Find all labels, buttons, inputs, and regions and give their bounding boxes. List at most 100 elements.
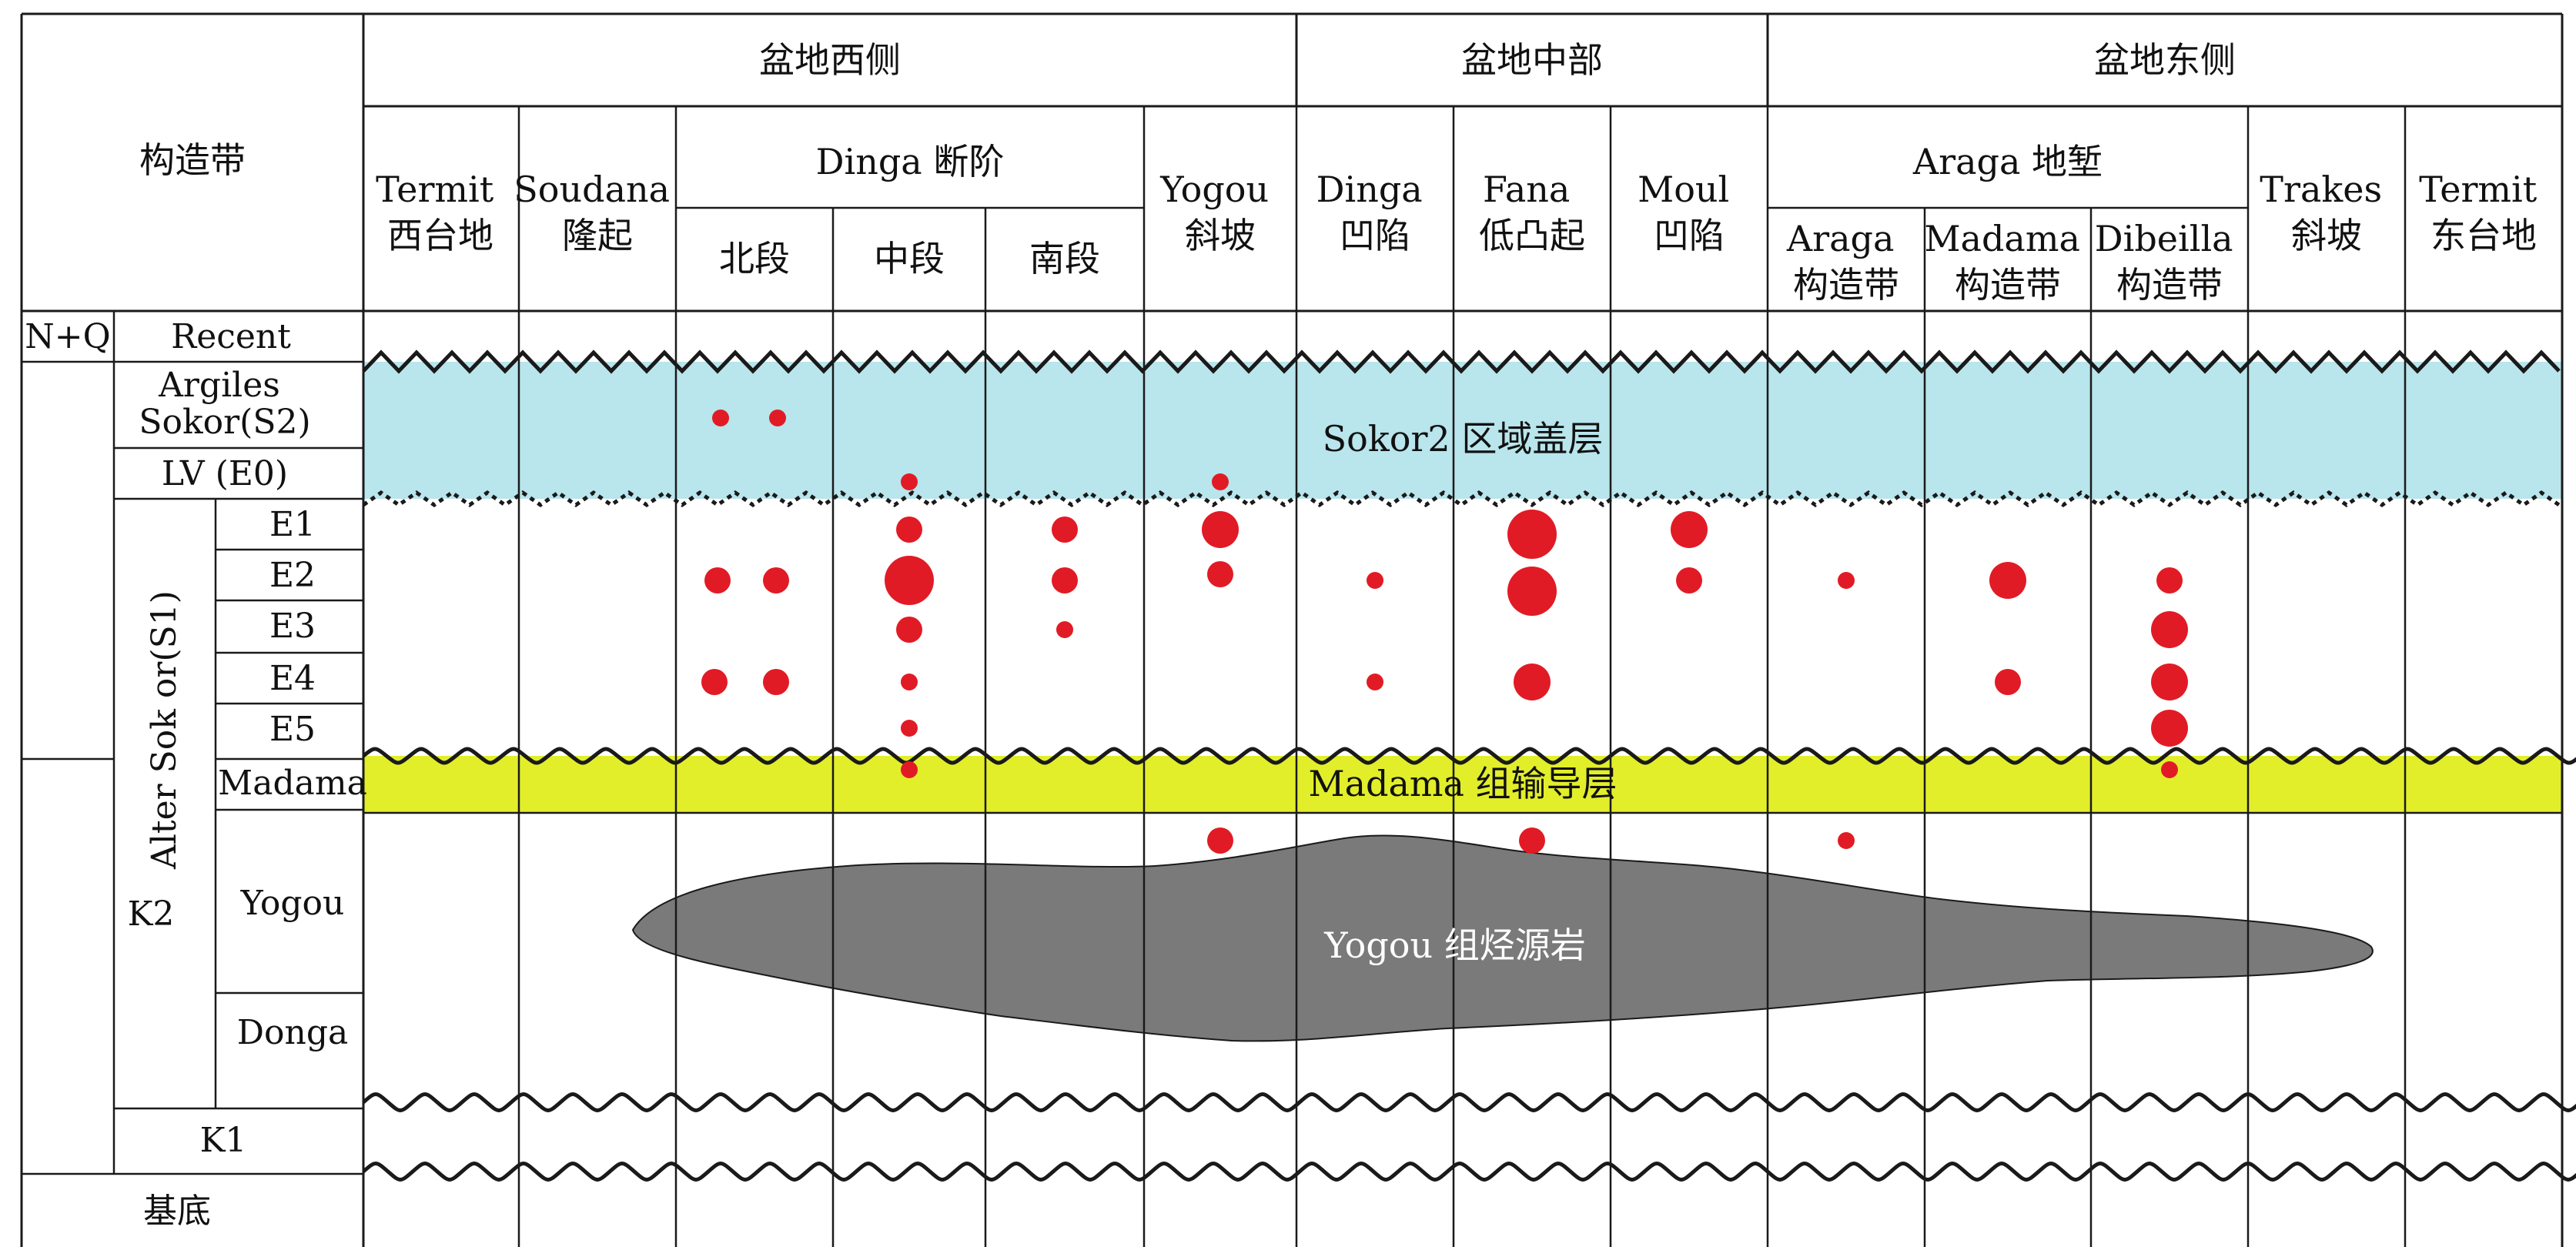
strata-k1: K1 bbox=[200, 1121, 247, 1160]
oil-occurrence-dot bbox=[885, 556, 934, 605]
oil-occurrence-dot bbox=[1207, 827, 1233, 854]
strata-k2: K2 bbox=[128, 894, 175, 934]
strata-e1: E1 bbox=[269, 505, 316, 544]
unconformity-k1-base bbox=[362, 1162, 2576, 1182]
zone-yogou-slope: Yogou 斜坡 bbox=[1159, 169, 1280, 256]
zone-soudana-line2: 隆起 bbox=[562, 215, 633, 256]
zone-dinga-south: 南段 bbox=[1029, 238, 1100, 279]
oil-occurrence-dot bbox=[1989, 562, 2026, 599]
strata-recent: Recent bbox=[171, 317, 291, 356]
oil-occurrence-dot bbox=[901, 761, 918, 778]
zone-yogou-slope-line1: Yogou bbox=[1159, 169, 1269, 210]
zone-araga-belt-line2: 构造带 bbox=[1793, 264, 1899, 306]
zone-moul-line2: 凹陷 bbox=[1654, 215, 1725, 256]
oil-occurrence-dot bbox=[712, 410, 729, 426]
structure-zone-label: 构造带 bbox=[139, 139, 246, 181]
oil-occurrence-dot bbox=[1995, 669, 2021, 695]
strata-lv: LV (E0) bbox=[162, 454, 288, 493]
strata-argiles-line1: Argiles bbox=[158, 366, 280, 405]
oil-occurrence-dot bbox=[1671, 511, 1708, 548]
central-basin-label: 盆地中部 bbox=[1461, 39, 1603, 81]
zone-trakes-line1: Trakes bbox=[2260, 169, 2382, 210]
oil-occurrence-dot bbox=[1838, 572, 1855, 589]
zone-madama-belt-line2: 构造带 bbox=[1955, 264, 2061, 306]
unconformity-top-cap bbox=[362, 349, 2561, 374]
oil-occurrence-dot bbox=[901, 720, 918, 737]
east-basin-label: 盆地东侧 bbox=[2094, 39, 2236, 81]
oil-occurrence-dot bbox=[896, 517, 922, 543]
zone-fana-line1: Fana bbox=[1483, 169, 1570, 210]
oil-occurrence-dot bbox=[2161, 761, 2178, 778]
zone-termit-west-line2: 西台地 bbox=[387, 215, 493, 256]
strata-e2: E2 bbox=[269, 556, 316, 595]
oil-occurrence-dot bbox=[1052, 567, 1078, 593]
oil-occurrence-dot bbox=[2151, 710, 2188, 747]
unconformity-base-cap bbox=[362, 490, 2561, 508]
oil-occurrence-dot bbox=[1367, 572, 1383, 589]
zone-dibeilla-belt-line2: 构造带 bbox=[2116, 264, 2223, 306]
oil-occurrence-dot bbox=[1514, 664, 1551, 700]
oil-occurrence-dot bbox=[2156, 567, 2183, 593]
zone-dinga-sag-line1: Dinga bbox=[1316, 169, 1423, 210]
oil-occurrence-dot bbox=[1507, 567, 1557, 616]
strata-argiles: Argiles Sokor(S2) bbox=[139, 366, 310, 442]
zone-termit-west: Termit 西台地 bbox=[376, 169, 505, 256]
oil-occurrence-dot bbox=[1202, 511, 1239, 548]
oil-occurrence-dot bbox=[763, 567, 789, 593]
zone-dinga-sag: Dinga 凹陷 bbox=[1316, 169, 1434, 256]
sokor2-cap-layer bbox=[363, 362, 2562, 499]
zone-termit-east: Termit 东台地 bbox=[2419, 169, 2548, 256]
yogou-source-label: Yogou 组烃源岩 bbox=[1323, 924, 1585, 966]
oil-occurrence-dot bbox=[763, 669, 789, 695]
zone-soudana: Soudana 隆起 bbox=[514, 169, 681, 256]
oil-occurrence-dot bbox=[2151, 611, 2188, 648]
strata-donga: Donga bbox=[237, 1013, 349, 1052]
strata-e5: E5 bbox=[269, 710, 316, 749]
strata-madama: Madama bbox=[218, 764, 367, 803]
unconformity-lines bbox=[362, 349, 2576, 1182]
zone-dinga-step: Dinga 断阶 bbox=[816, 141, 1005, 182]
zone-fana-line2: 低凸起 bbox=[1479, 215, 1585, 256]
strata-e3: E3 bbox=[269, 607, 316, 646]
zone-soudana-line1: Soudana bbox=[514, 169, 670, 210]
zone-madama-belt: Madama 构造带 bbox=[1924, 218, 2091, 306]
oil-occurrence-dot bbox=[1507, 510, 1557, 559]
oil-occurrence-dots bbox=[701, 410, 2188, 854]
oil-occurrence-dot bbox=[1052, 517, 1078, 543]
west-basin-label: 盆地西侧 bbox=[759, 39, 901, 81]
yogou-source-rock bbox=[631, 834, 2374, 1042]
oil-occurrence-dot bbox=[1212, 473, 1229, 490]
strata-nq: N+Q bbox=[25, 317, 110, 356]
madama-carrier-label: Madama 组输导层 bbox=[1308, 763, 1617, 804]
oil-occurrence-dot bbox=[1367, 674, 1383, 690]
oil-occurrence-dot bbox=[1207, 561, 1233, 587]
zone-moul: Moul 凹陷 bbox=[1638, 169, 1741, 256]
zone-moul-line1: Moul bbox=[1638, 169, 1729, 210]
oil-occurrence-dot bbox=[769, 410, 786, 426]
zone-trakes: Trakes 斜坡 bbox=[2260, 169, 2393, 256]
oil-occurrence-dot bbox=[1838, 832, 1855, 849]
oil-occurrence-dot bbox=[704, 567, 731, 593]
zone-termit-east-line1: Termit bbox=[2419, 169, 2538, 210]
oil-occurrence-dot bbox=[1056, 621, 1073, 638]
oil-occurrence-dot bbox=[896, 617, 922, 643]
madama-carrier-layer bbox=[363, 756, 2562, 813]
oil-occurrence-dot bbox=[1676, 567, 1702, 593]
zone-dinga-middle: 中段 bbox=[874, 238, 945, 279]
unconformity-k2-base bbox=[362, 1092, 2576, 1112]
zone-fana: Fana 低凸起 bbox=[1479, 169, 1585, 256]
unconformity-top-madama bbox=[362, 747, 2576, 765]
strata-alter-sokor: Alter Sok or(S1) bbox=[145, 590, 184, 870]
oil-occurrence-dot bbox=[2151, 664, 2188, 700]
zone-araga-belt-line1: Araga bbox=[1786, 218, 1895, 259]
zone-dibeilla-belt-line1: Dibeilla bbox=[2095, 218, 2233, 259]
oil-occurrence-dot bbox=[901, 473, 918, 490]
strata-yogou: Yogou bbox=[240, 884, 345, 923]
oil-occurrence-dot bbox=[1519, 827, 1545, 854]
zone-dibeilla-belt: Dibeilla 构造带 bbox=[2095, 218, 2244, 306]
oil-occurrence-dot bbox=[701, 669, 728, 695]
zone-termit-west-line1: Termit bbox=[376, 169, 494, 210]
sokor2-cap-label: Sokor2 区域盖层 bbox=[1323, 418, 1604, 460]
zone-dinga-north: 北段 bbox=[719, 238, 790, 279]
